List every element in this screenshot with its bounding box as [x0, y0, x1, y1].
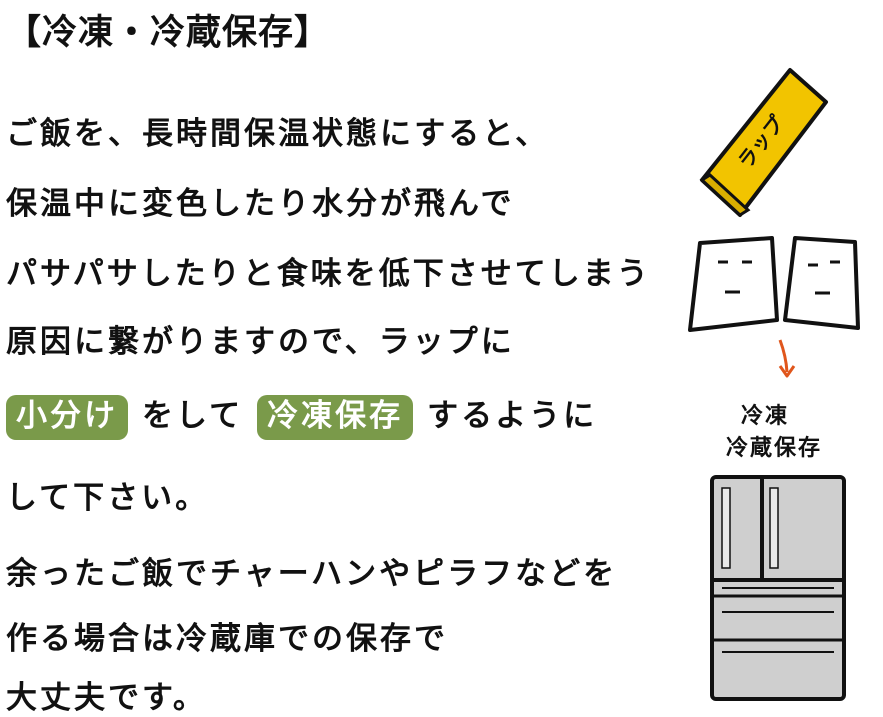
text-line-5-mid: をして [142, 398, 244, 434]
text-line-9: 大丈夫です。 [6, 680, 207, 716]
highlight-frozen-storage: 冷凍保存 [257, 395, 414, 440]
text-line-5-tail: するように [427, 398, 598, 434]
refrigerator-icon [710, 475, 846, 701]
arrow-down-icon [778, 339, 796, 378]
text-line-3: パサパサしたりと食味を低下させてしまう [6, 256, 651, 292]
text-line-1: ご飯を、長時間保温状態にすると、 [6, 116, 550, 152]
fridge-label-frozen: 冷凍 [741, 404, 790, 429]
text-line-8: 作る場合は冷蔵庫での保存で [6, 621, 448, 657]
rice-portion-right-icon [783, 236, 860, 330]
wrap-box-icon: ラップ [699, 68, 828, 217]
text-line-6: して下さい。 [6, 480, 210, 516]
text-line-2: 保温中に変色したり水分が飛んで [6, 186, 515, 222]
rice-portion-left-icon [688, 236, 779, 332]
text-line-5: 小分けをして冷凍保存するように [6, 390, 598, 440]
page-title: 【冷凍・冷蔵保存】 [6, 13, 331, 53]
highlight-portion: 小分け [6, 395, 128, 440]
text-line-7: 余ったご飯でチャーハンやピラフなどを [6, 556, 618, 592]
text-line-4: 原因に繋がりますので、ラップに [6, 324, 515, 360]
fridge-label-refrigerated: 冷蔵保存 [726, 436, 823, 461]
